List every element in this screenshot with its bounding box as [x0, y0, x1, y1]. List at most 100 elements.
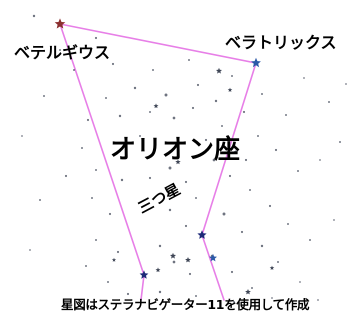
field-star [105, 97, 107, 99]
field-star [244, 158, 248, 162]
field-star [111, 62, 115, 66]
line-betelgeuse-belt [59, 23, 145, 276]
field-star [120, 178, 124, 182]
field-star [231, 75, 233, 77]
field-star [287, 223, 289, 225]
star-icon [155, 267, 161, 273]
field-star [168, 208, 172, 212]
field-star [29, 249, 31, 251]
field-star [285, 114, 287, 116]
field-star [95, 239, 97, 241]
field-star [21, 135, 23, 137]
field-star [59, 49, 61, 51]
field-star [139, 135, 141, 137]
betelgeuse-label: ベテルギウス [14, 43, 111, 62]
field-star [339, 141, 341, 143]
field-star [251, 287, 253, 289]
field-star [274, 148, 278, 152]
field-star [148, 176, 152, 180]
field-star [191, 106, 195, 110]
field-star [85, 265, 87, 267]
field-star [196, 83, 200, 87]
field-star [317, 299, 319, 301]
field-star [204, 138, 208, 142]
belt-star-icon [209, 253, 217, 262]
constellation-lines [59, 23, 257, 301]
field-star [172, 260, 176, 264]
star-icon [227, 87, 233, 92]
field-star [184, 224, 188, 228]
field-star [91, 197, 93, 199]
star-icon [175, 159, 181, 165]
field-star [260, 244, 264, 248]
field-star [333, 219, 335, 221]
star-icon [111, 257, 117, 262]
field-star [303, 77, 305, 79]
field-star [214, 99, 218, 103]
field-star [118, 114, 122, 118]
field-star [152, 69, 154, 71]
field-star [158, 244, 162, 248]
field-star [158, 290, 162, 294]
field-star [345, 83, 347, 85]
field-star [319, 159, 321, 161]
field-star [228, 174, 232, 178]
star-icon [170, 252, 176, 259]
field-star [32, 14, 36, 18]
field-star [271, 297, 273, 299]
field-star [249, 189, 251, 191]
field-star [172, 116, 176, 120]
field-star [39, 199, 41, 201]
field-star [94, 36, 98, 40]
field-star [126, 292, 130, 296]
field-star [230, 270, 234, 274]
belt-star-icon [197, 230, 207, 239]
credit-caption: 星図はステラナビゲーター11を使用して作成 [61, 297, 310, 312]
field-star [133, 86, 137, 90]
field-star [108, 212, 112, 216]
field-star [212, 158, 216, 162]
field-star [240, 230, 244, 234]
constellation-title: オリオン座 [110, 135, 241, 165]
line-bellatrix-belt [201, 62, 257, 236]
field-star [73, 69, 75, 71]
line-betelgeuse-belt-lower [140, 274, 145, 301]
bellatrix-label: ベラトリックス [225, 33, 337, 52]
field-star [257, 135, 259, 137]
field-star [86, 118, 90, 122]
betelgeuse-red-star-icon [54, 18, 66, 29]
field-star [164, 93, 168, 97]
line-belt-rigel [201, 234, 225, 301]
field-star [149, 111, 151, 113]
field-star [328, 101, 330, 103]
field-star [107, 281, 109, 283]
star-icon [269, 265, 275, 270]
field-star [64, 174, 68, 178]
field-star [116, 250, 120, 254]
star-icon [216, 67, 222, 74]
star-field [21, 14, 347, 303]
field-star [309, 239, 311, 241]
bellatrix-blue-star-icon [251, 57, 261, 68]
field-star [268, 204, 272, 208]
field-star [195, 295, 197, 297]
field-star [297, 170, 299, 172]
field-star [81, 147, 83, 149]
field-star [221, 125, 223, 127]
field-star [95, 169, 97, 171]
field-star [242, 110, 246, 114]
belt-star-icon [139, 270, 149, 279]
field-star [299, 281, 301, 283]
star-icon [233, 149, 239, 154]
field-star [195, 197, 197, 199]
line-betelgeuse-bellatrix [59, 23, 257, 64]
field-star [188, 59, 190, 61]
field-star [233, 301, 235, 303]
field-star [277, 261, 279, 263]
field-star [261, 93, 263, 95]
field-star [188, 272, 192, 276]
field-star [184, 180, 188, 184]
field-star [43, 95, 45, 97]
